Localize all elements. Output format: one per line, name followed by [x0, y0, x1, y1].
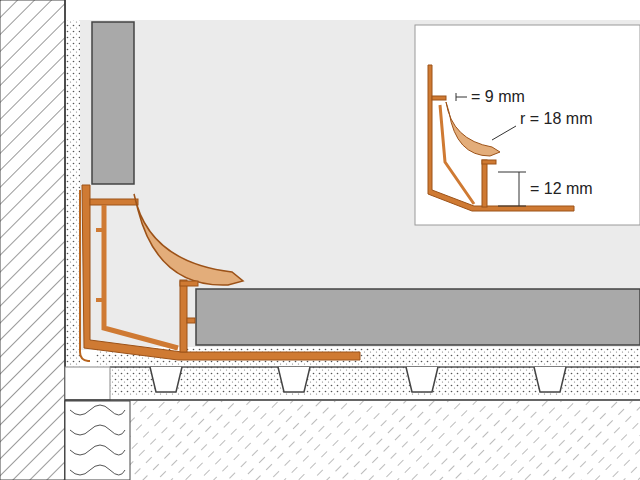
uncoupling-membrane — [110, 367, 640, 395]
cove-profile — [80, 185, 360, 361]
detail-inset — [415, 25, 640, 225]
wall-tile — [92, 22, 134, 184]
dimension-label: = 12 mm — [529, 180, 594, 198]
dimension-label: r = 18 mm — [519, 110, 593, 128]
insulation — [65, 401, 130, 480]
room — [80, 20, 640, 350]
wall — [0, 0, 65, 480]
floor-slab — [130, 401, 640, 480]
dimension-label: = 9 mm — [470, 88, 526, 106]
floor-tile — [196, 289, 640, 345]
wall-adhesive — [66, 20, 80, 370]
